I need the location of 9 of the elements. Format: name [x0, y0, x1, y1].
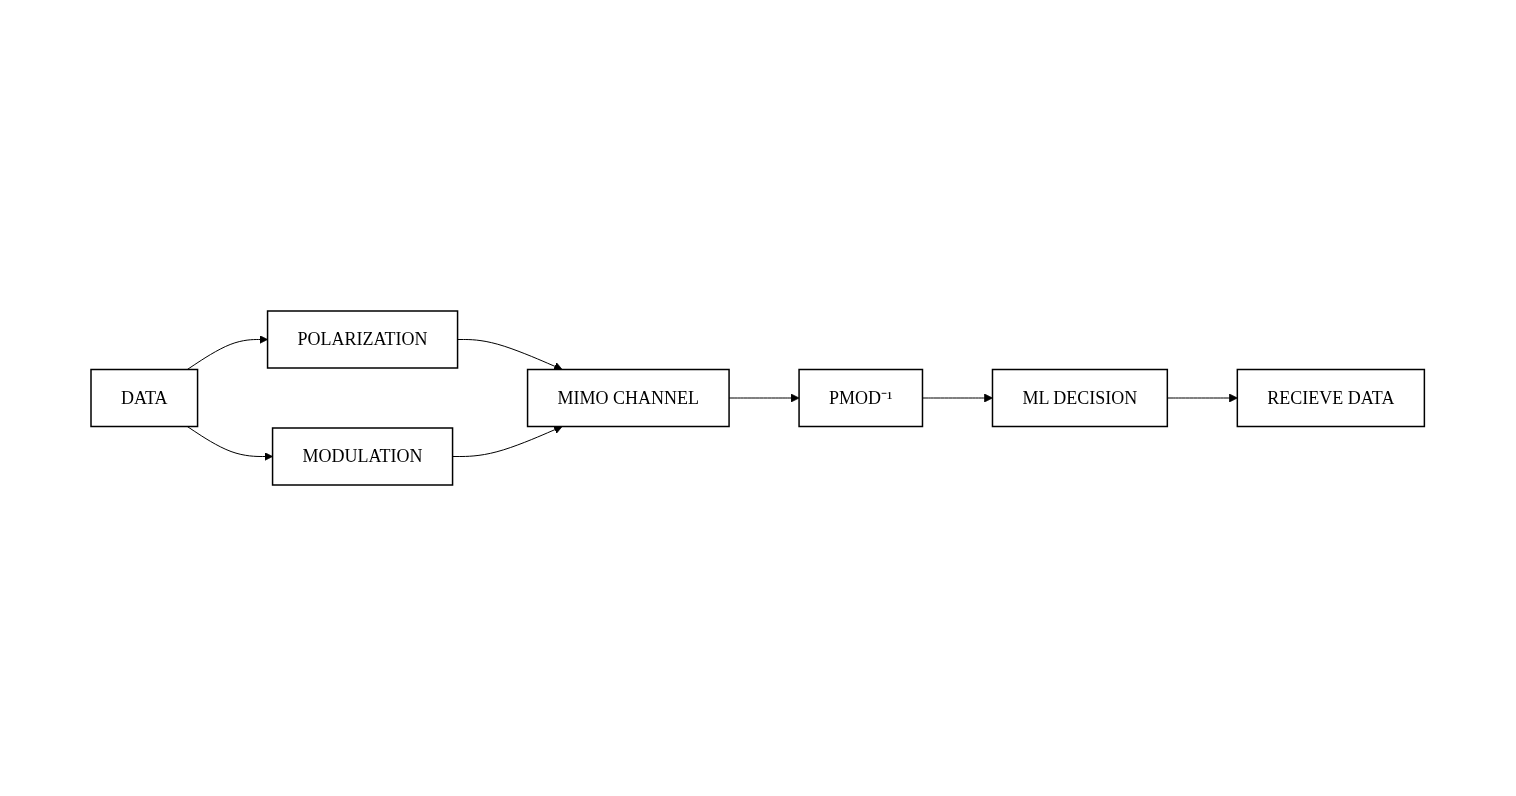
node-box: DATA [90, 368, 199, 428]
node-box: MODULATION [272, 427, 454, 486]
node-box: MIMO CHANNEL [527, 368, 731, 428]
arrow [457, 339, 563, 371]
node-box: ML DECISION [992, 368, 1169, 428]
arrow [452, 425, 563, 457]
node-box: RECIEVE DATA [1236, 368, 1426, 428]
node-box: POLARIZATION [267, 310, 459, 369]
node-box: PMOD⁻¹ [798, 368, 924, 428]
